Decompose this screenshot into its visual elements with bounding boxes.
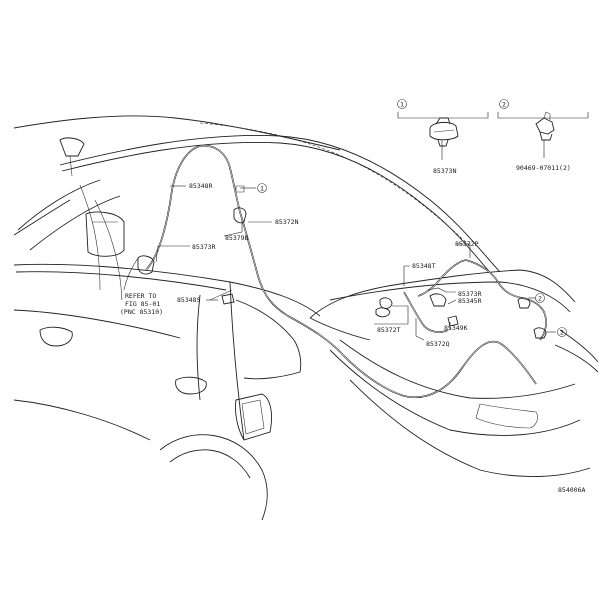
clip-85373n-icon [429,117,459,147]
label-85373n: 85373N [433,167,457,175]
part-labels: 85373N 90469-07011(2) 85348R 85372N 8537… [120,164,585,494]
label-85345r: 85345R [458,297,482,305]
refer-line-3: (PNC 85310) [120,308,163,316]
refer-line-2: FIG 85-01 [125,300,160,308]
label-85372q: 85372Q [426,340,450,348]
clip-90469-icon [535,111,555,141]
label-85348s: 85348S [177,296,201,304]
label-85379b: 85379B [225,234,249,242]
hose-marker-2b: 2 [560,329,564,337]
label-85372t: 85372T [377,326,401,334]
washer-hose [137,144,547,399]
figure-code: 854006A [558,486,585,494]
inset-marker-1: 1 [400,101,404,109]
label-85349k: 85349K [444,324,468,332]
label-85372n: 85372N [275,218,299,226]
markers: 1 2 1 2 2 [257,99,567,337]
hose-marker-1: 1 [260,185,264,193]
car-body-outline [13,115,599,521]
refer-line-1: REFER TO [125,292,156,300]
label-85348r: 85348R [189,182,213,190]
label-85373r-left: 85373R [192,243,216,251]
hose-marker-2a: 2 [538,295,542,303]
label-85348t: 85348T [412,262,436,270]
inset-marker-2: 2 [502,101,506,109]
label-90469: 90469-07011(2) [516,164,571,172]
label-85372p: 85372P [455,240,479,248]
label-85373r-right: 85373R [458,290,482,298]
